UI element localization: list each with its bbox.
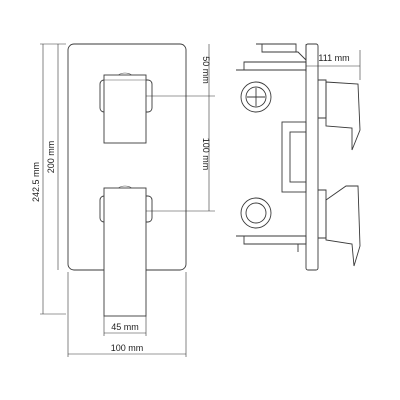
lower-lever-side	[318, 185, 361, 267]
dim-45: 45 mm	[103, 316, 147, 336]
dim-50: 50 mm	[146, 44, 215, 97]
dim-100-horizontal-label: 100 mm	[111, 343, 144, 353]
side-view: 111 mm	[236, 43, 361, 271]
lower-outlet	[240, 197, 272, 229]
front-view: 242.5 mm 200 mm 50 mm 100 mm 45 mm	[31, 43, 215, 357]
dim-100-horizontal: 100 mm	[67, 272, 187, 357]
dim-200-label: 200 mm	[46, 141, 56, 174]
dim-111: 111 mm	[244, 44, 361, 80]
dim-50-label: 50 mm	[201, 56, 211, 84]
dim-100-vertical: 100 mm	[146, 96, 215, 212]
lower-control	[99, 185, 153, 317]
upper-outlet	[240, 81, 272, 113]
upper-control	[99, 72, 153, 144]
dim-45-label: 45 mm	[111, 322, 139, 332]
dim-242-5-label: 242.5 mm	[31, 162, 41, 202]
upper-knob-side	[318, 79, 361, 151]
dim-100-vertical-label: 100 mm	[201, 138, 211, 171]
side-cover-plate	[305, 43, 319, 271]
dim-111-label: 111 mm	[318, 53, 349, 63]
dim-200: 200 mm	[46, 44, 59, 270]
dim-242-5: 242.5 mm	[31, 43, 66, 315]
